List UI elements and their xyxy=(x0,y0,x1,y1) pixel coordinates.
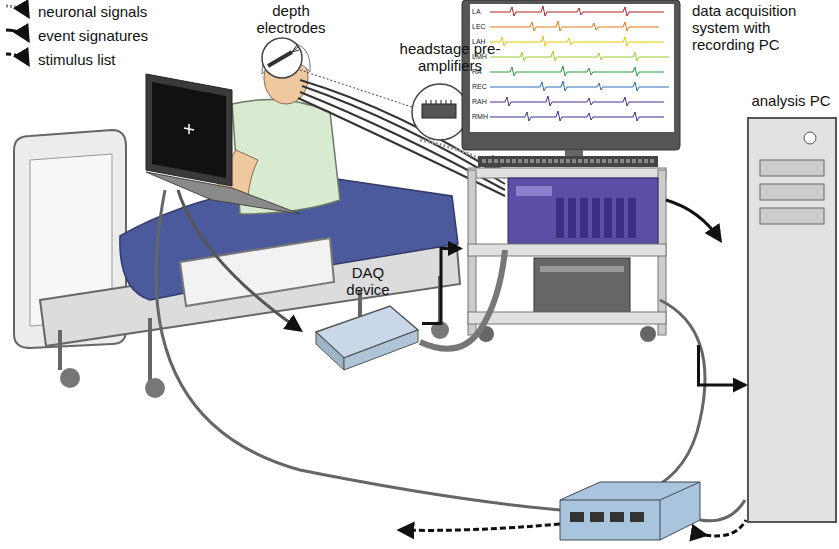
cable xyxy=(700,500,745,521)
device-label: DAQ device xyxy=(340,264,396,298)
daq-device xyxy=(316,306,418,370)
event-arrow xyxy=(666,200,720,240)
part-label: headstage pre-amplifiers xyxy=(396,40,504,74)
cable xyxy=(650,300,705,490)
channel-label: REC xyxy=(472,83,487,91)
cable xyxy=(420,250,505,349)
cable xyxy=(156,190,560,510)
device-region: analysis PC xyxy=(745,88,837,528)
signal-arrow xyxy=(420,140,500,170)
channel-label: LEC xyxy=(472,23,486,31)
electrode-inset xyxy=(262,38,302,78)
part-label: depth electrodes xyxy=(246,2,336,36)
legend-text: event signatures xyxy=(38,27,148,44)
legend-text: neuronal signals xyxy=(38,3,147,20)
signal-connector xyxy=(422,248,460,323)
stimulus-arrow xyxy=(400,524,560,530)
legend-sample xyxy=(6,6,28,64)
channel-label: LAH xyxy=(472,38,486,46)
pc-tower xyxy=(748,118,836,522)
signal-connector xyxy=(699,345,746,385)
legend-text: stimulus list xyxy=(38,51,116,68)
cable xyxy=(298,80,505,196)
device-label: data acquisition system with recording P… xyxy=(692,2,824,53)
device-region: data acquisition system with recording P… xyxy=(460,0,725,345)
device-region: DAQ device xyxy=(310,262,422,374)
channel-label: RA xyxy=(472,68,482,76)
cable xyxy=(178,190,300,330)
channel-label: RMH xyxy=(472,113,488,121)
headstage-inset xyxy=(300,70,468,140)
laptop xyxy=(146,74,300,214)
network-switch xyxy=(560,482,700,540)
channel-label: RAH xyxy=(472,98,487,106)
patient xyxy=(214,42,340,214)
stimulus-arrow xyxy=(705,520,746,536)
channel-label: LMH xyxy=(472,53,487,61)
hospital-bed xyxy=(14,130,460,398)
device-label: analysis PC xyxy=(747,92,835,109)
channel-label: LA xyxy=(472,8,481,16)
